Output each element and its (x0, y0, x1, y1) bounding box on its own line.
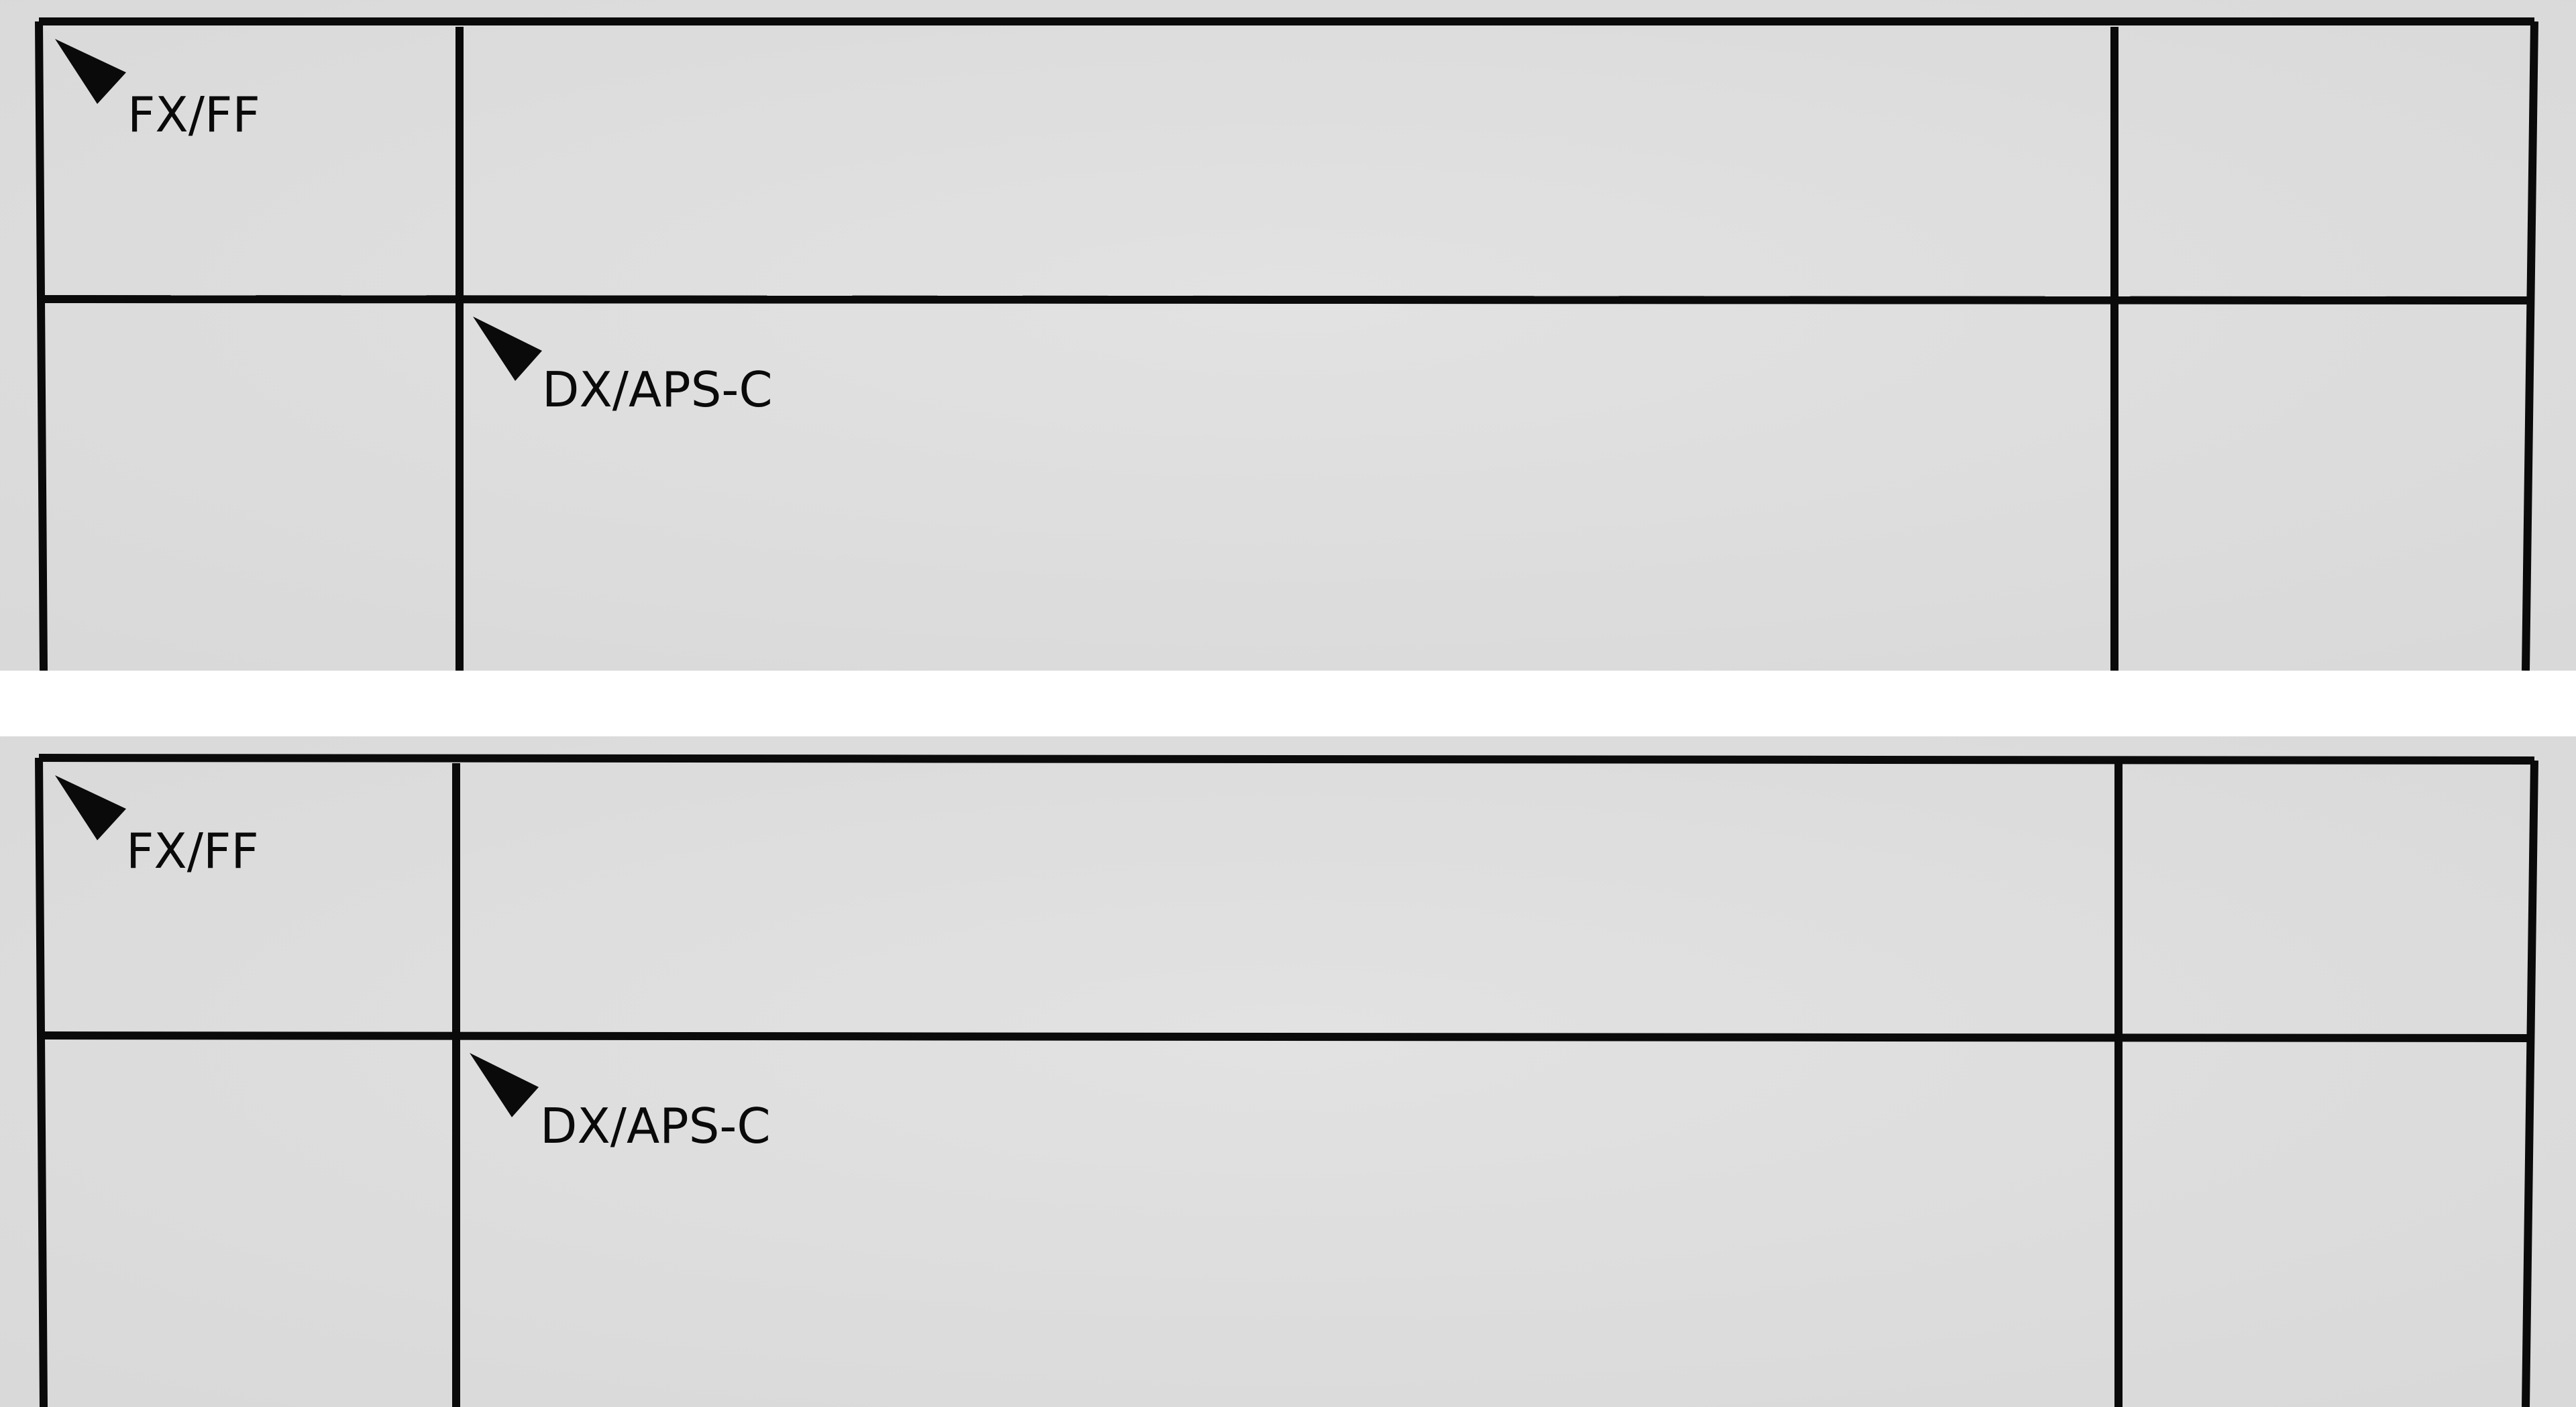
triangle-pointer-icon (55, 39, 126, 104)
inner-frame-top-edge (43, 1031, 2530, 1042)
inner-frame-label: DX/APS-C (540, 1098, 771, 1154)
triangle-pointer-icon (55, 775, 126, 840)
outer-frame-right-edge (2522, 760, 2538, 1407)
outer-frame-label: FX/FF (127, 87, 260, 143)
outer-frame-right-edge (2522, 21, 2538, 671)
outer-frame-left-edge (35, 21, 48, 671)
outer-frame-left-edge (35, 757, 48, 1407)
triangle-pointer-icon (470, 1053, 539, 1117)
panel-background (0, 736, 2576, 1407)
panel-background (0, 0, 2576, 671)
frame-lines-top (0, 0, 2576, 671)
frame-lines-bottom (0, 736, 2576, 1407)
outer-frame-label: FX/FF (126, 823, 259, 879)
inner-frame-label: DX/APS-C (542, 361, 773, 418)
inner-frame-top-edge (43, 295, 2530, 304)
outer-frame-top-edge (38, 754, 2535, 765)
triangle-pointer-icon (473, 317, 542, 381)
crop-frame-panel-bottom: FX/FF DX/APS-C (0, 736, 2576, 1407)
crop-frame-panel-top: FX/FF DX/APS-C (0, 0, 2576, 671)
